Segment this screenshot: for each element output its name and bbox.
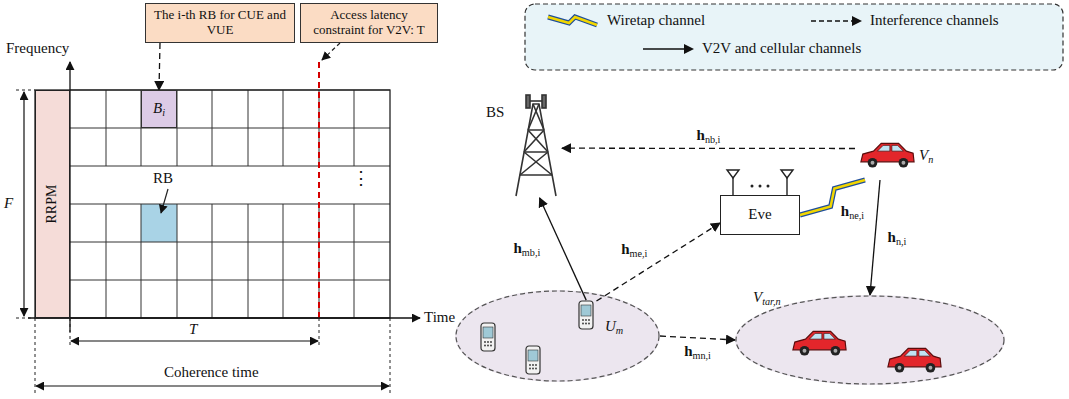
symbol-subscript: ne,i — [849, 210, 864, 221]
symbol-base: h — [514, 240, 522, 256]
ellipse-outline — [735, 295, 1005, 385]
symbol-base: h — [841, 203, 849, 219]
symbol-subscript: nb,i — [705, 134, 721, 145]
antenna-dots — [751, 185, 770, 188]
legend-text: Wiretap channel — [607, 12, 705, 29]
channel-label: hnb,i — [695, 127, 723, 144]
symbol-subscript: mb,i — [522, 247, 540, 258]
ellipse-outline — [455, 290, 660, 382]
dimension-label: T — [189, 321, 197, 338]
node-text: Vtar,n — [753, 289, 781, 306]
phone-icon — [526, 346, 540, 374]
symbol-base: V — [919, 147, 928, 163]
phone-icon — [481, 323, 495, 351]
legend-text: Interference channels — [870, 12, 999, 29]
symbol-subscript: n,i — [896, 236, 906, 247]
resource-grid — [70, 90, 390, 318]
rb-cell — [141, 204, 177, 242]
rb-cell: Bi — [141, 90, 177, 128]
node-text: Um — [605, 318, 623, 335]
legend-item: Wiretap channel — [545, 12, 705, 30]
car-icon — [861, 143, 914, 167]
interference-link — [562, 148, 855, 150]
channel-link — [870, 180, 880, 295]
rrpm-band: RRPM — [35, 90, 70, 318]
latency-line — [318, 62, 320, 318]
eavesdropper-box: Eve — [720, 195, 800, 235]
symbol-base: V — [753, 289, 762, 305]
channel-label: hme,i — [619, 241, 649, 258]
symbol-base: h — [621, 241, 629, 257]
dimension-label: Coherence time — [164, 364, 259, 381]
legend-item: V2V and cellular channels — [640, 40, 861, 58]
interference-link — [660, 336, 735, 340]
symbol-base: h — [697, 127, 705, 143]
vehicle-cluster: Vtar,n — [735, 295, 1005, 385]
channel-label: hmb,i — [512, 240, 543, 257]
car-icon — [888, 348, 941, 372]
axis-label: Time — [424, 309, 455, 326]
vehicle-cluster — [735, 295, 1005, 385]
node-text: Access latency constraint for V2V: T — [306, 8, 432, 38]
symbol-subscript: n — [928, 154, 933, 165]
user-cluster — [455, 290, 660, 382]
interference-link — [596, 223, 720, 301]
symbol-subscript: me,i — [629, 248, 647, 259]
node-text: Bi — [153, 100, 165, 117]
grid-frame — [35, 90, 390, 318]
legend-sample — [545, 12, 601, 30]
symbol-subscript: tar,n — [762, 296, 780, 307]
legend-frame — [525, 4, 1063, 70]
channel-label: hn,i — [886, 229, 909, 246]
symbol-subscript: i — [162, 107, 165, 118]
rb-leader — [161, 189, 168, 213]
vehicle-transmitter: Vn — [855, 135, 955, 180]
node-text: BS — [486, 104, 504, 121]
channel-label: hmn,i — [682, 343, 713, 360]
legend-sample — [640, 40, 696, 58]
symbol-base: B — [153, 100, 162, 116]
rb-label: RB — [153, 170, 173, 187]
symbol-base: h — [888, 229, 896, 245]
user-cluster: Um — [455, 290, 660, 382]
dimension-label: F — [4, 195, 13, 212]
ellipsis-mark: ⋮ — [352, 168, 370, 189]
symbol-base: U — [605, 318, 616, 334]
phone-icon — [579, 301, 593, 329]
channel-label: hne,i — [839, 203, 866, 220]
time-axis — [28, 317, 420, 318]
legend-text: V2V and cellular channels — [702, 40, 861, 57]
node-text: RRPM — [44, 185, 60, 224]
t-dimension — [71, 340, 318, 341]
axis-label: Frequency — [6, 40, 69, 57]
symbol-subscript: mn,i — [692, 350, 710, 361]
base-station: BS — [482, 92, 562, 198]
channel-link — [540, 198, 587, 300]
callout-box: Access latency constraint for V2V: T — [300, 3, 438, 43]
symbol-subscript: m — [616, 325, 623, 336]
node-text: The i-th RB for CUE and VUE — [151, 8, 289, 38]
legend-item: Interference channels — [808, 12, 999, 30]
coherence-dimension — [36, 385, 389, 386]
node-text: Vn — [919, 147, 933, 164]
callout-arrow — [322, 43, 340, 60]
callout-box: The i-th RB for CUE and VUE — [145, 3, 295, 43]
antenna-symbol — [727, 170, 793, 195]
legend-sample — [808, 12, 864, 30]
car-icon — [793, 331, 846, 355]
symbol-base: h — [684, 343, 692, 359]
interference-link — [159, 43, 160, 90]
f-dimension — [23, 92, 24, 316]
dimension-guides — [16, 90, 390, 393]
node-text: Eve — [748, 206, 771, 223]
tower-symbol — [516, 95, 556, 196]
